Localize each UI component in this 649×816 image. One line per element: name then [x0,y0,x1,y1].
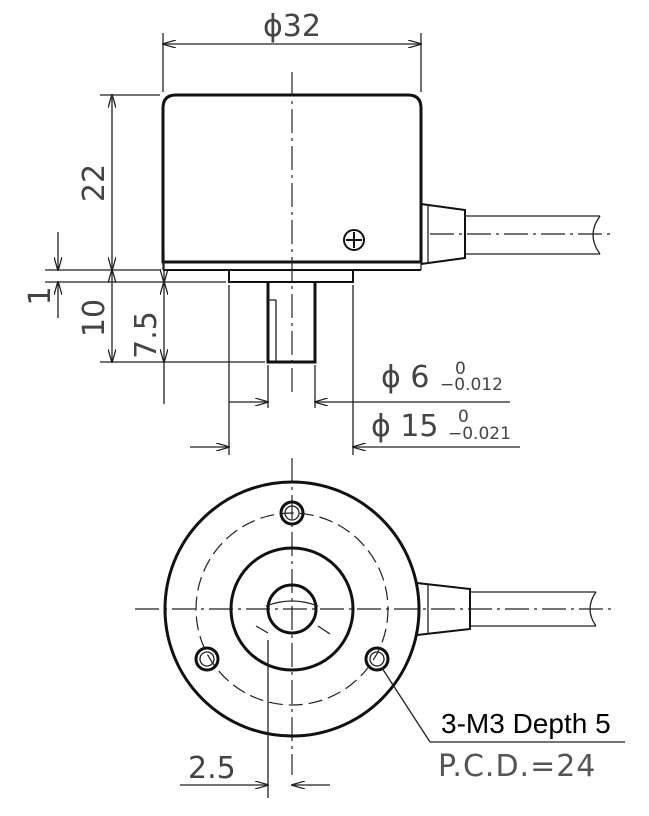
spigot-flange [228,269,354,283]
dim-shaft-length: 7.5 [129,311,164,359]
dim-spigot-height: 10 [77,299,112,337]
side-view: ϕ32 22 1 10 7.5 ϕ 6 0 −0.012 ϕ 15 0 −0.0… [23,9,612,455]
dim-flat-offset: 2.5 [188,751,236,786]
shaft-circle [266,583,318,635]
dim-spigot-diameter: ϕ 15 [371,409,439,444]
dim-body-height: 22 [77,164,112,202]
dim-flange-thickness: 1 [23,286,58,305]
encoder-body-outline [161,93,423,264]
dim-spigot-diameter-lower: −0.021 [448,424,511,444]
mounting-hole-top [279,500,305,526]
dim-shaft-diameter-upper: 0 [455,359,466,379]
pcd-circle [195,512,389,706]
screw-icon [343,229,365,251]
dim-body-diameter: ϕ32 [263,9,321,44]
thread-note: 3-M3 Depth 5 [441,708,611,739]
dim-shaft-diameter-lower: −0.012 [440,375,503,395]
dim-shaft-diameter: ϕ 6 [381,360,429,395]
thread-leader [381,667,431,743]
spigot-circle [229,546,355,672]
pcd-note: P.C.D.=24 [438,749,596,784]
mounting-hole-right [364,646,390,672]
front-view: 3-M3 Depth 5 P.C.D.=24 2.5 [135,458,625,798]
body-outer-circle [163,480,421,738]
front-cable-gland [416,582,471,636]
dim-spigot-diameter-upper: 0 [458,407,469,427]
cable-gland [420,203,466,265]
mounting-hole-left [194,646,220,672]
